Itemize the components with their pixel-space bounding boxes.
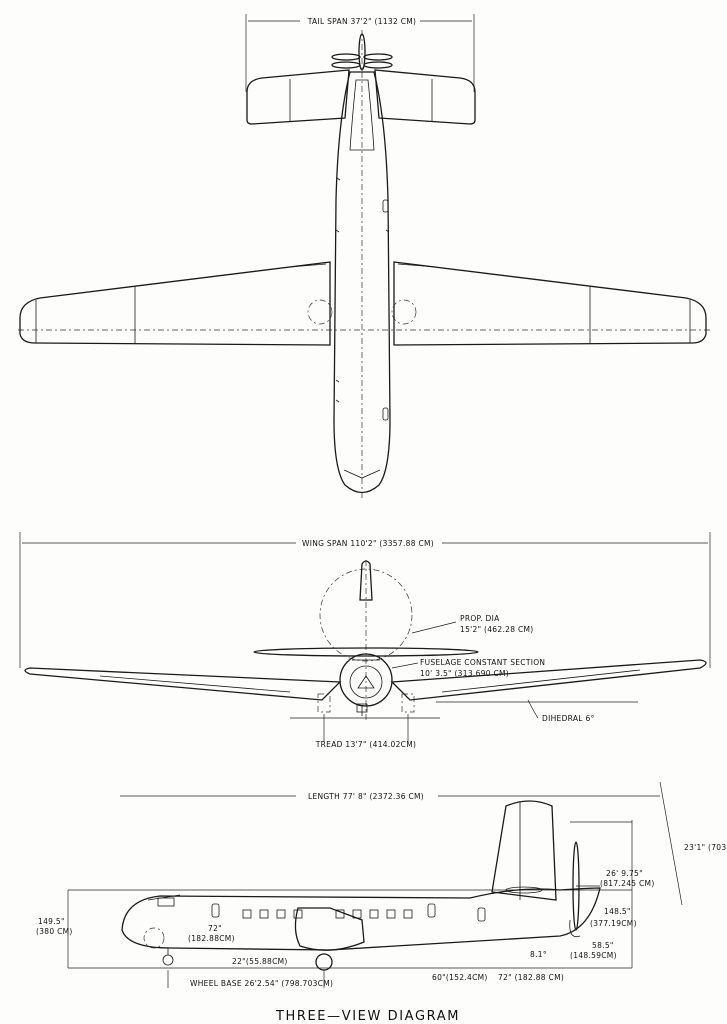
fuselage-section-value: 10' 3.5" (313.690 CM)	[420, 669, 509, 678]
main-wing	[19, 261, 707, 346]
fuselage-section	[339, 653, 393, 707]
front-right-wing	[390, 659, 707, 701]
diagram-title: THREE—VIEW DIAGRAM	[275, 1009, 460, 1024]
height-72-label: 72"	[208, 924, 222, 933]
dim-72b-label: 72" (182.88 CM)	[498, 973, 564, 982]
overall-height-label: 23'1" (703.58CM)	[684, 843, 727, 852]
wheel-base-label: WHEEL BASE 26'2.54" (798.703CM)	[190, 979, 333, 988]
front-left-wing	[24, 667, 342, 701]
front-tailplane	[253, 647, 479, 657]
dim-22-label: 22"(55.88CM)	[232, 957, 288, 966]
side-view: LENGTH 77' 8" (2372.36 CM) 23'1" (703.58…	[36, 781, 727, 988]
side-propeller	[569, 841, 600, 938]
wing-span-label: WING SPAN 110'2" (3357.88 CM)	[302, 539, 434, 548]
tail-span-label: TAIL SPAN 37'2" (1132 CM)	[307, 17, 417, 26]
window-row	[211, 903, 486, 922]
horizontal-stabilizer	[246, 69, 476, 125]
side-wing	[294, 907, 365, 951]
height-148-value: (377.19CM)	[590, 919, 637, 928]
tread-label: TREAD 13'7" (414.02CM)	[315, 740, 416, 749]
top-view: TAIL SPAN 37'2" (1132 CM)	[18, 14, 712, 500]
height-58-label: 58.5"	[592, 941, 614, 950]
angle-label: 8.1°	[530, 950, 547, 959]
height-149-value: (380 CM)	[36, 927, 73, 936]
dim-60-label: 60"(152.4CM)	[432, 973, 488, 982]
height-149-label: 149.5"	[38, 917, 65, 926]
side-fuselage	[121, 887, 601, 951]
tail-height-label: 26' 9.75"	[606, 869, 643, 878]
front-landing-gear	[290, 693, 440, 719]
prop-dia-label: PROP. DIA	[460, 614, 500, 623]
vertical-fin	[491, 800, 557, 901]
height-58-value: (148.59CM)	[570, 951, 617, 960]
tail-height-value: (817.245 CM)	[600, 879, 655, 888]
fuselage-section-label: FUSELAGE CONSTANT SECTION	[420, 658, 545, 667]
front-view: WING SPAN 110'2" (3357.88 CM) TREAD 1	[19, 532, 711, 749]
height-72-value: (182.88CM)	[188, 934, 235, 943]
prop-dia-value: 15'2" (462.28 CM)	[460, 625, 534, 634]
propeller-disc	[319, 568, 413, 662]
dihedral-label: DIHEDRAL 6°	[542, 714, 595, 723]
main-wheel	[315, 953, 333, 971]
length-label: LENGTH 77' 8" (2372.36 CM)	[308, 792, 424, 801]
top-fuselage	[333, 71, 391, 494]
top-propeller	[331, 33, 393, 71]
height-148-label: 148.5"	[604, 907, 631, 916]
